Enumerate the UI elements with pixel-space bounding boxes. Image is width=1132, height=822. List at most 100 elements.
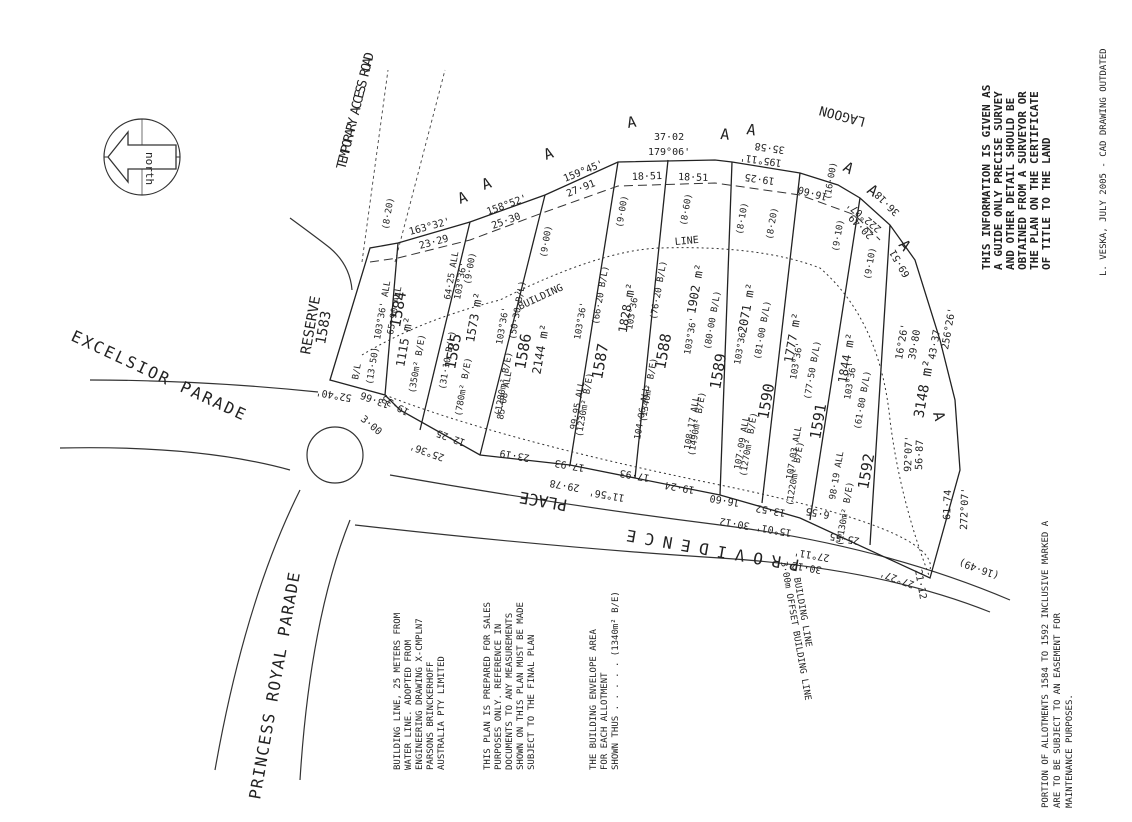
lot-area: 2144 m² [530,323,553,375]
dim: 103°36' [683,316,699,355]
dim: 18·51 [678,172,708,184]
dim: 52°40' [315,386,352,403]
dim: 25°36' [408,440,446,463]
dim: (80·00 B/L) [703,290,723,350]
lot-area: 1902 m² [684,263,707,315]
note-line: PARSONS BRINCKERHOFF [426,662,436,770]
dim: 6·55 [805,505,831,520]
envelope-note: THE BUILDING ENVELOPE AREA FOR EACH ALLO… [589,591,621,770]
dim: 27°27' [878,567,916,590]
dim: 19·33 [380,392,412,417]
lot-number: 1587 [588,342,612,381]
road-label-lagoon: LAGOON [818,102,867,129]
dim: 92°07' [903,436,915,472]
note-line: PORTION OF ALLOTMENTS 1584 TO 1592 INCLU… [1041,520,1051,808]
note-line: AUSTRALIA PTY LIMITED [437,656,447,770]
dim: 18·51 [632,171,662,183]
easement-marker: A [455,188,470,208]
reserve-number: 1583 [313,310,335,346]
north-arrow-icon [107,130,177,184]
dim: (9·00) [615,195,630,229]
dim: 25·55 [829,530,861,546]
survey-note: THIS INFORMATION IS GIVEN AS A GUIDE ONL… [980,85,1053,270]
dim: (76·20 B/L) [649,260,669,320]
road-lines [59,69,1011,781]
road-label-temporary-access: TEMPORARY ACCESS ROAD [334,51,378,171]
dim: 35·58 [754,140,785,155]
dim: (81·00 B/L) [753,300,773,360]
lot-number: 1589 [706,352,730,391]
note-line: SHOWN ON THIS PLAN MUST BE MADE [516,602,526,770]
dim: 30·12 [791,559,823,575]
easement-marker: A [745,120,757,139]
easement-marker: A [929,409,949,422]
lot-number: 1585 [441,332,465,371]
dim: 159°45' [562,159,605,185]
dim: 12·25 [435,427,467,448]
dim: (8·10) [735,202,750,236]
note-line: FOR EACH ALLOTMENT [600,672,610,770]
note-line: MAINTENANCE PURPOSES. [1065,694,1075,808]
building-line-note: BUILDING LINE, 25 METERS FROM WATER LINE… [393,612,447,770]
credit-note: L. VESKA, JULY 2005 - CAD DRAWING OUTDAT… [1099,48,1109,276]
dim: 19·24 [664,479,696,495]
dim: (16·00) [823,161,839,200]
lot-boundary [329,159,961,579]
easement-marker: A [479,174,494,194]
survey-note-line: AND OTHER DETAIL SHOULD BE [1004,98,1017,270]
easement-marker: A [541,144,556,164]
dim: 37·02 [654,132,684,143]
note-line: BUILDING LINE, 25 METERS FROM [393,612,403,770]
note-line: ENGINEERING DRAWING X-CMPLN7 [415,618,425,770]
top-dimensions: 163°32' 23·29 158°52' 25·30 159°45' 27·9… [408,132,913,279]
dim: (77·50 B/L) [803,340,823,400]
dim: (8·20) [381,197,396,231]
dim: 17·93 [619,467,651,483]
dim: (9·00) [539,225,554,259]
lot-number: 1586 [511,332,535,371]
lot-number: 1592 [854,452,878,491]
road-label-excelsior: EXCELSIOR PARADE [68,326,248,424]
easement-marker: A [626,113,638,132]
dim: (13·50) [365,346,381,385]
survey-note-line: A GUIDE ONLY PRECISE SURVEY [992,91,1005,270]
line-label: LINE [674,235,699,248]
dim: (9·10) [863,247,878,281]
note-line: SHOWN THUS . . . . . (1340m² B/E) [611,591,621,770]
lot-number: 1588 [651,332,675,371]
bl-label: B/L [351,363,364,381]
lot-area: 3148 m² [911,358,937,419]
dim: 56·87 [914,440,926,470]
dim: 21·12 [912,569,928,601]
dim: 179°06' [648,147,690,158]
dim: 103°36' [573,301,589,340]
note-line: WATER LINE. ADOPTED FROM [404,639,414,770]
dim: (66·20 B/L) [591,265,611,325]
dim: 30·12 [719,515,751,531]
dim: 29·78 [549,477,581,493]
note-line: SUBJECT TO THE FINAL PLAN [527,635,537,770]
note-line: ARE TO BE SUBJECT TO AN EASEMENT FOR [1053,612,1063,808]
lot-area: 1573 m² [463,291,486,343]
road-label-place: PLACE [518,488,569,515]
lot-1585: 1585 1573 m² (780m² B/E) [441,291,486,417]
easement-marker: A [840,158,857,178]
dim: 272°07' [959,488,971,531]
dim: 13·52 [755,502,787,518]
dim: 15°01' [755,521,792,538]
dim: 23·19 [499,447,531,463]
dim: (8·60) [679,193,694,227]
dim: 39·80 [907,329,923,361]
lot-number: 1584 [386,290,410,329]
lot-number: 1590 [754,382,778,421]
survey-note-line: THE PLAN ON THE CERTIFICATE [1028,91,1041,270]
note-line: DOCUMENTS TO ANY MEASUREMENTS [505,613,515,770]
note-line: THIS PLAN IS PREPARED FOR SALES [483,602,493,770]
dim: 19·25 [744,171,775,186]
dim: (8·20) [765,207,780,241]
dim: 3·00 [358,414,384,438]
survey-note-line: OBTAINED FROM A SURVEYOR OR [1016,91,1029,270]
sales-note: THIS PLAN IS PREPARED FOR SALES PURPOSES… [483,602,537,770]
reserve: RESERVE 1583 [298,295,335,356]
note-line: PURPOSES ONLY. REFERENCE IN [494,624,504,770]
